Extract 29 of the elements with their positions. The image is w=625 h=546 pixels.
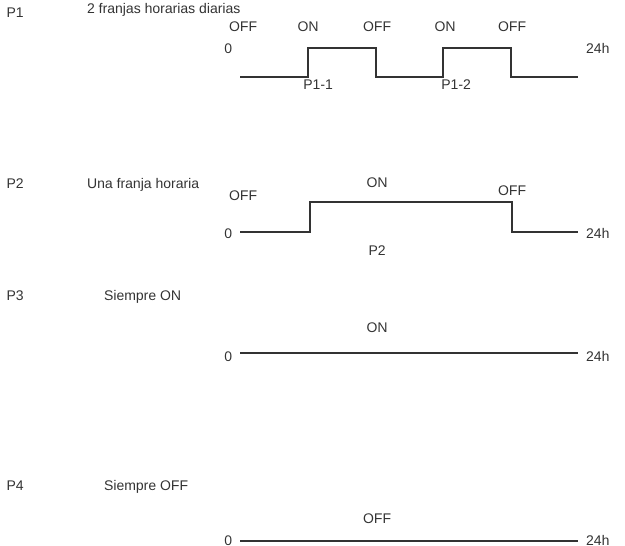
state-label: ON	[298, 18, 318, 34]
state-label: OFF	[363, 510, 391, 526]
time-label: 0	[224, 348, 232, 364]
mode-title: 2 franjas horarias diarias	[87, 0, 240, 16]
state-label: ON	[366, 174, 388, 190]
state-label: OFF	[363, 18, 391, 34]
time-label: 24h	[586, 532, 610, 546]
time-label: 0	[224, 532, 232, 546]
state-label: ON	[434, 18, 456, 34]
state-label: ON	[366, 319, 388, 335]
state-label: OFF	[498, 18, 526, 34]
state-label: OFF	[229, 18, 257, 34]
mode-title: Una franja horaria	[87, 175, 200, 191]
mode-id: P4	[6, 477, 24, 493]
state-label: OFF	[498, 182, 526, 198]
period-label: P2	[368, 242, 386, 258]
period-label: P1-1	[303, 76, 333, 92]
mode-id: P2	[6, 175, 24, 191]
time-label: 0	[224, 225, 232, 241]
state-label: OFF	[229, 187, 257, 203]
period-label: P1-2	[441, 76, 471, 92]
mode-title: Siempre ON	[104, 287, 182, 303]
mode-id: P1	[6, 4, 24, 20]
mode-id: P3	[6, 287, 24, 303]
mode-title: Siempre OFF	[104, 477, 188, 493]
time-label: 24h	[586, 40, 610, 56]
time-label: 0	[224, 40, 232, 56]
time-label: 24h	[586, 225, 610, 241]
time-label: 24h	[586, 348, 610, 364]
